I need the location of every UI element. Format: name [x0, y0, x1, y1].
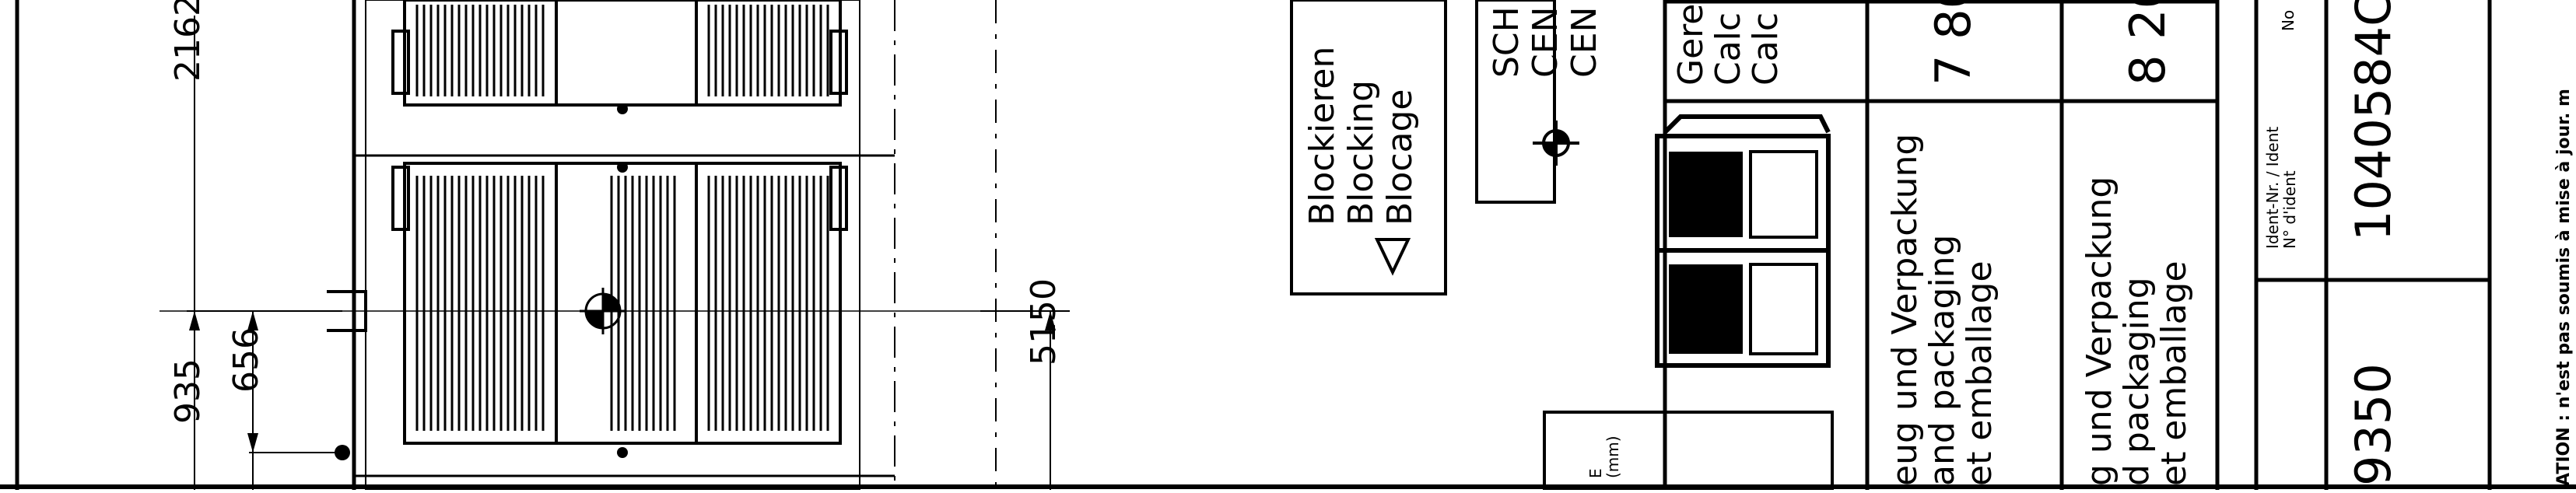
ident-number: 1040584C — [2345, 0, 2402, 241]
weight-row-1: 7 80 — [1925, 0, 1982, 86]
packaging-2-line-de: g und Verpackung — [2080, 176, 2119, 486]
ident-label-line-1: Ident-Nr. / Ident — [2263, 126, 2282, 249]
dimension-656: 656 — [226, 327, 266, 393]
unit-label: E (mm) — [1586, 435, 1622, 478]
packaging-2-line-en: d packaging — [2117, 277, 2157, 486]
dimension-2162: 2162 — [168, 0, 208, 82]
dimension-5150: 5150 — [1024, 278, 1064, 365]
ident-number-label: No — [2279, 9, 2297, 31]
blocking-line-fr: Blocage — [1380, 89, 1420, 226]
ident-label: Ident-Nr. / Ident N° d'ident — [2263, 126, 2299, 249]
part-number: 9350 — [2345, 363, 2402, 486]
calc-label: Gere Calc Calc — [1671, 3, 1786, 86]
blocking-line-de: Blockieren — [1302, 46, 1342, 226]
cog-line-en: CEN — [1526, 6, 1565, 78]
calc-line-fr: Calc — [1746, 12, 1786, 86]
cog-line-fr: CEN — [1565, 6, 1604, 78]
packaging-row-2: g und Verpackung d packaging et emballag… — [2080, 176, 2194, 486]
packaging-1-line-en: and packaging — [1922, 234, 1962, 487]
dimension-935: 935 — [168, 358, 208, 424]
blocking-line-en: Blocking — [1341, 79, 1381, 226]
weight-row-2: 8 20 — [2119, 0, 2176, 86]
center-of-gravity-label: SCH CEN CEN — [1487, 6, 1604, 78]
notice-text: ATION : n'est pas soumis à mise à jour. … — [2554, 89, 2574, 486]
blocking-label: Blockieren Blocking Blocage — [1302, 46, 1420, 226]
packaging-1-line-de: eug und Verpackung — [1885, 133, 1925, 486]
packaging-1-line-fr: et emballage — [1960, 260, 1999, 486]
ident-label-line-2: N° d'ident — [2280, 170, 2299, 249]
calc-line-en: Calc — [1709, 12, 1748, 86]
calc-line-de: Gere — [1671, 3, 1711, 86]
cog-line-de: SCH — [1487, 6, 1526, 78]
packaging-row-1: eug und Verpackung and packaging et emba… — [1885, 133, 1999, 487]
packaging-2-line-fr: et emballage — [2154, 260, 2194, 486]
